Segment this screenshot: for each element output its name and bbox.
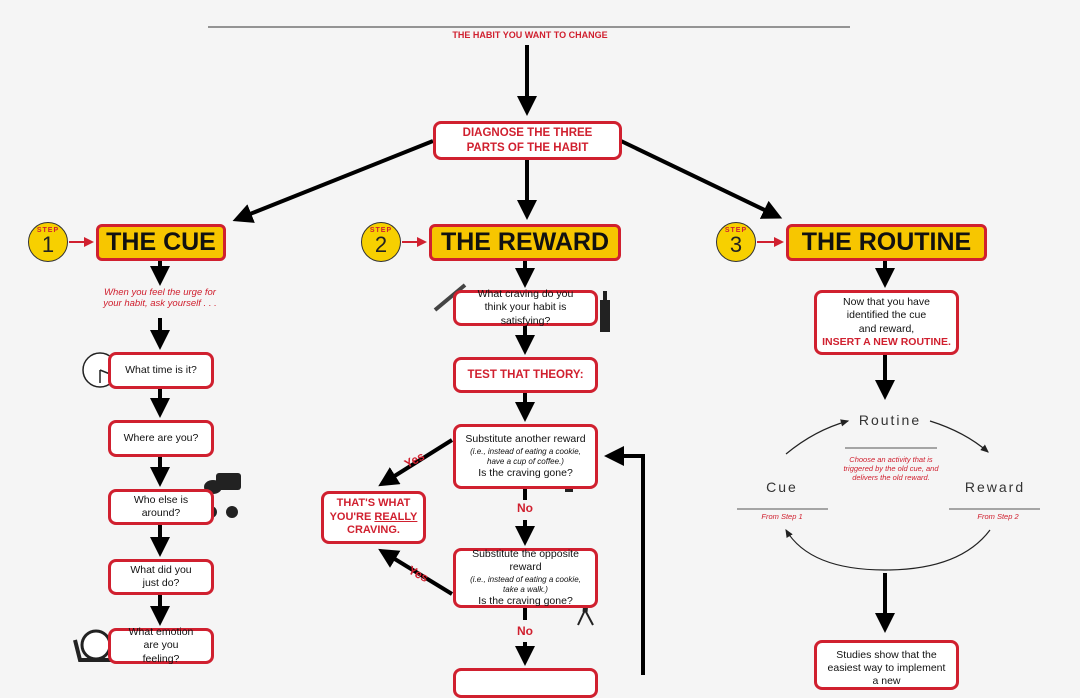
result-line3: CRAVING. [347,524,400,537]
step-number: 3 [729,232,743,257]
insert-cta: INSERT A NEW ROUTINE. [822,335,951,348]
cycle-routine-note: Choose an activity that is triggered by … [843,455,939,482]
substitute-opposite-box: Substitute the opposite reward(i.e., ins… [453,548,598,608]
step-number: 1 [41,232,55,257]
step-number: 2 [374,232,388,257]
sub2-note: (i.e., instead of eating a cookie, take … [470,574,581,594]
cycle-reward-note: From Step 2 [977,512,1019,521]
step-label: STEP [724,227,748,234]
diagnose-line1: DIAGNOSE THE THREE [462,127,593,140]
cue-question-did: What did you just do? [108,559,214,595]
title-the-routine: THE ROUTINE [786,224,987,261]
sub1-note: (i.e., instead of eating a cookie, have … [470,446,581,466]
insert-text: Now that you have identified the cue and… [843,296,930,335]
no-label-1: No [517,501,533,515]
test-theory-box: TEST THAT THEORY: [453,357,598,393]
studies-box: Studies show that the easiest way to imp… [814,640,959,690]
cue-question-where: Where are you? [108,420,214,457]
cue-intro-line2: your habit, ask yourself . . . [103,298,217,309]
no-label-2: No [517,624,533,638]
cue-question-emotion: What emotion are you feeling? [108,626,214,665]
cue-intro-line1: When you feel the urge for [104,287,216,298]
sub2-title: Substitute the opposite reward [472,548,579,574]
cue-question-time: What time is it? [108,352,214,389]
result-line2a: YOU'RE [329,510,375,523]
cycle-cue-label: Cue [766,479,798,495]
habit-label: THE HABIT YOU WANT TO CHANGE [452,30,608,40]
step-label: STEP [36,227,60,234]
craving-question-box: What craving do you think your habit is … [453,288,598,327]
result-line1: THAT'S WHAT [336,496,411,509]
cigarette-icon [433,283,467,312]
cycle-cue-note: From Step 1 [761,512,803,521]
substitute-another-box: Substitute another reward(i.e., instead … [453,424,598,489]
insert-routine-box: Now that you have identified the cue and… [814,290,959,355]
title-the-cue: THE CUE [96,224,226,261]
step-label: STEP [369,227,393,234]
bottle-icon [600,291,610,332]
sub1-title: Substitute another reward [465,433,586,446]
sub1-question: Is the craving gone? [478,466,573,479]
cue-question-who: Who else is around? [108,489,214,525]
title-the-reward: THE REWARD [429,224,621,261]
diagnose-line2: PARTS OF THE HABIT [466,141,589,154]
next-step-box [453,668,598,698]
cycle-reward-label: Reward [964,479,1026,495]
result-really: REALLY [374,510,418,523]
cycle-routine-label: Routine [858,412,922,428]
sub2-question: Is the craving gone? [478,594,573,607]
